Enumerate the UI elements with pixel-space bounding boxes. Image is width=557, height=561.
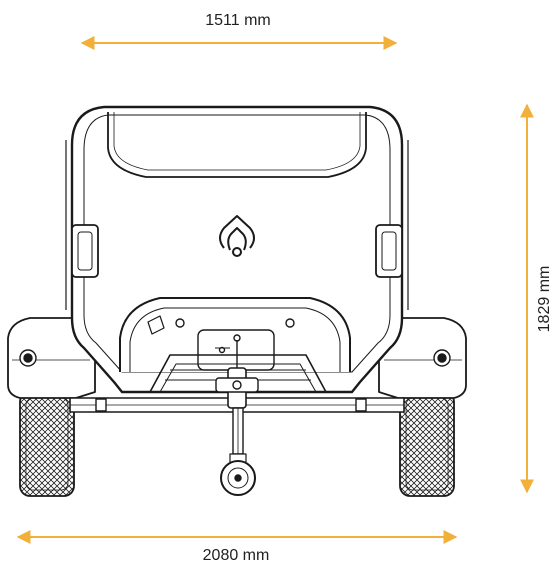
top-width-dimension: 1511 mm (80, 12, 398, 50)
right-wheel (399, 391, 455, 497)
height-dimension: 1829 mm (520, 103, 553, 494)
height-label: 1829 mm (536, 266, 553, 333)
bottom-width-label: 2080 mm (203, 547, 270, 561)
top-width-label: 1511 mm (205, 12, 271, 29)
jockey-wheel-assembly (220, 407, 256, 496)
bottom-width-dimension: 2080 mm (16, 530, 458, 561)
left-side-handle (71, 224, 99, 278)
logo-icon (219, 215, 255, 257)
right-side-handle (375, 224, 403, 278)
trailer-drawing (7, 105, 467, 497)
wheel-icon (220, 460, 256, 496)
left-wheel (19, 391, 75, 497)
left-fender (7, 317, 96, 399)
